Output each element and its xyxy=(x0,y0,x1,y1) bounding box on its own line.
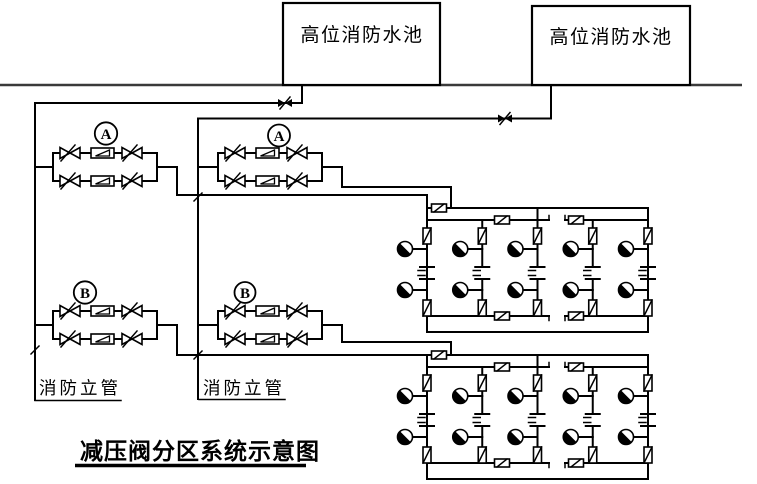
riser-label-1: 消防立管 xyxy=(39,378,121,398)
zone-tag-b1: B xyxy=(80,286,90,302)
diagram-title: 减压阀分区系统示意图 xyxy=(80,438,320,464)
fire-tank-1-label: 高位消防水池 xyxy=(300,24,423,46)
hydrant-ring-upper xyxy=(398,204,656,332)
fire-tank-2-label: 高位消防水池 xyxy=(549,26,672,48)
zone-tag-a2: A xyxy=(274,129,285,145)
outlet-valve-icon xyxy=(497,111,513,126)
assembly-b1-outlet-run xyxy=(156,324,428,356)
prv-assembly-b1 xyxy=(53,303,157,347)
fire-tank-2 xyxy=(530,4,692,87)
prv-assembly-b2 xyxy=(218,303,322,347)
assembly-a1-outlet-run xyxy=(156,166,428,209)
zone-a-piping xyxy=(34,166,452,209)
zone-tag-circle xyxy=(267,123,291,148)
zone-b-piping xyxy=(34,324,452,356)
zone-tag-b2: B xyxy=(240,286,250,302)
pipe-break-icon xyxy=(29,344,41,356)
pipe-break-icon xyxy=(192,349,204,361)
pipe-break-icon xyxy=(192,191,204,203)
zone-tag-a1: A xyxy=(101,127,112,143)
fire-tank-1 xyxy=(281,1,442,87)
assembly-b2-outlet-run xyxy=(321,324,452,356)
hydrant-ring-lower xyxy=(398,351,656,479)
outlet-valve-icon xyxy=(277,96,293,110)
zone-tag-circle xyxy=(72,280,98,305)
zone-tags: A A B B xyxy=(72,121,291,305)
assembly-a2-outlet-run xyxy=(321,166,452,209)
riser-label-2: 消防立管 xyxy=(203,378,285,398)
zone-tag-circle xyxy=(93,121,119,146)
prv-assembly-a1 xyxy=(53,145,157,189)
prv-assembly-a2 xyxy=(218,145,322,189)
zone-tag-circle xyxy=(233,281,257,304)
